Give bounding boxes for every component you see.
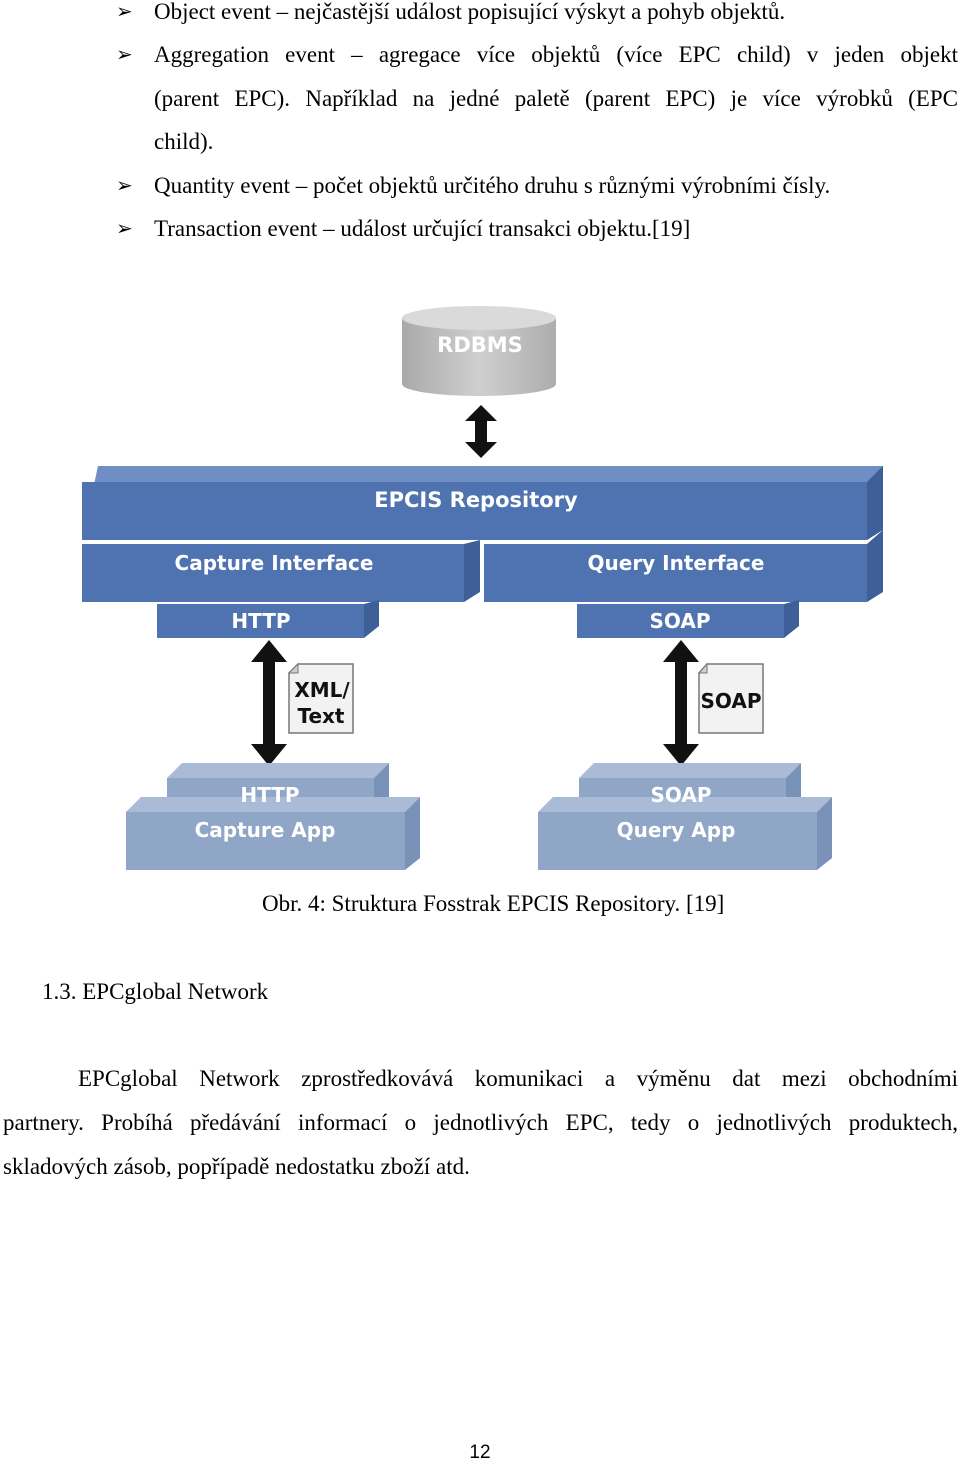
rdbms-database-icon: RDBMS — [402, 306, 556, 396]
soap-bottom-label: SOAP — [650, 783, 711, 807]
bullet-text: (parent EPC). Například na jedné paletě … — [154, 86, 958, 111]
bullet-text: Transaction event – událost určující tra… — [154, 216, 691, 241]
double-arrow-icon — [465, 405, 497, 458]
epcis-architecture-diagram: RDBMS EPCIS Repository Capture Interface… — [82, 306, 883, 870]
query-interface-block: Query Interface — [484, 530, 883, 602]
capture-app-label: Capture App — [195, 818, 336, 842]
arrow-bullet-icon: ➢ — [116, 1, 133, 23]
repository-label: EPCIS Repository — [374, 488, 578, 512]
paragraph-line: partnery. Probíhá předávání informací o … — [3, 1110, 958, 1135]
double-arrow-icon — [251, 640, 287, 766]
soap-doc-label: SOAP — [700, 689, 761, 713]
bullet-text: Quantity event – počet objektů určitého … — [154, 173, 831, 198]
text-doc-label: Text — [297, 704, 344, 728]
query-interface-label: Query Interface — [588, 551, 765, 575]
query-app-label: Query App — [617, 818, 736, 842]
query-app-block: SOAP Query App — [538, 763, 832, 870]
arrow-bullet-icon: ➢ — [116, 175, 133, 197]
page-number: 12 — [469, 1442, 491, 1463]
bullet-text: Object event – nejčastější událost popis… — [154, 0, 786, 24]
capture-app-block: HTTP Capture App — [126, 763, 420, 870]
capture-interface-block: Capture Interface — [82, 540, 480, 602]
section-heading: 1.3. EPCglobal Network — [42, 979, 269, 1004]
capture-interface-label: Capture Interface — [175, 551, 374, 575]
double-arrow-icon — [663, 640, 699, 766]
paragraph-line: skladových zásob, popřípadě nedostatku z… — [3, 1154, 470, 1179]
epcis-repository-block: EPCIS Repository — [82, 466, 883, 540]
soap-document-icon: SOAP — [697, 662, 764, 734]
http-top-block: HTTP — [157, 600, 379, 638]
paragraph-line: EPCglobal Network zprostředkovává komuni… — [78, 1066, 958, 1091]
arrow-bullet-icon: ➢ — [116, 44, 133, 66]
xml-document-icon: XML/ Text — [287, 662, 354, 734]
http-bottom-label: HTTP — [240, 783, 299, 807]
rdbms-label: RDBMS — [437, 333, 523, 357]
soap-top-block: SOAP — [577, 600, 799, 638]
http-top-label: HTTP — [231, 609, 290, 633]
arrow-bullet-icon: ➢ — [116, 218, 133, 240]
xml-doc-label: XML/ — [294, 678, 350, 702]
bullet-text: Aggregation event – agregace více objekt… — [154, 42, 958, 67]
figure-caption: Obr. 4: Struktura Fosstrak EPCIS Reposit… — [262, 891, 725, 916]
bullet-text: child). — [154, 129, 214, 154]
soap-top-label: SOAP — [649, 609, 710, 633]
